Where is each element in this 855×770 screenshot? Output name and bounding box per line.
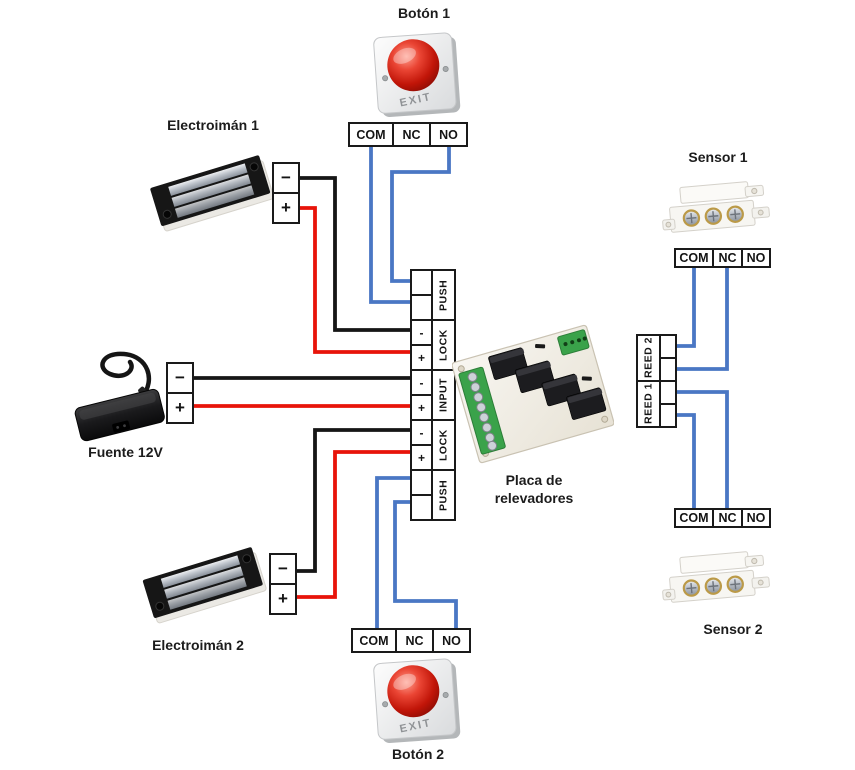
terminal-cell-nc: NC (397, 630, 432, 651)
terminal-cell-pos: + (274, 194, 298, 222)
section-label-push-top: PUSH (433, 271, 454, 319)
screw-icon (382, 701, 389, 708)
reed2-label: REED 2 (638, 336, 659, 380)
boton1-terminal-strip: COM NC NO (348, 122, 468, 147)
placa-relevadores-label: Placa de relevadores (494, 472, 574, 506)
terminal-cell (412, 271, 431, 294)
terminal-cell: - (412, 321, 431, 344)
screw-icon (382, 75, 389, 82)
red-dome-button (387, 665, 440, 718)
terminal-cell (661, 405, 675, 426)
terminal-cell-com: COM (350, 124, 392, 145)
terminal-cell-neg: − (271, 555, 295, 583)
red-dome-button (387, 39, 440, 92)
wire-reed1-to-sensor2-com (677, 413, 696, 508)
screw-terminals (682, 205, 744, 227)
power-cable (100, 351, 152, 400)
wire-sensor1-com-to-reed2 (677, 268, 696, 348)
terminal-cell (661, 359, 675, 380)
sensor1-label: Sensor 1 (688, 149, 748, 165)
fuente-label: Fuente 12V (88, 444, 163, 460)
sensor2-photo (662, 546, 780, 623)
central-terminal-strip: - + - + - + PUSH LOCK INPUT LOCK PUSH (410, 269, 456, 521)
fuente-photo (72, 342, 172, 452)
terminal-cell (412, 296, 431, 319)
terminal-cell-no: NO (434, 630, 469, 651)
electroiman2-terminal-block: − + (269, 553, 297, 615)
sensor2-terminal-strip: COM NC NO (674, 508, 771, 528)
terminal-cell-pos: + (168, 394, 192, 422)
wire-boton1-no-to-push-top (390, 147, 451, 283)
boton1-label: Botón 1 (397, 5, 451, 21)
terminal-cell-nc: NC (394, 124, 429, 145)
electroiman1-photo (150, 152, 276, 239)
terminal-cell: + (412, 346, 431, 369)
placa-relevadores-photo (451, 322, 615, 477)
terminal-cell-com: COM (353, 630, 395, 651)
fuente-terminal-block: − + (166, 362, 194, 424)
boton2-terminal-strip: COM NC NO (351, 628, 471, 653)
screw-hole-icon (162, 209, 172, 219)
wire-lock-bottom-neg-to-em2 (297, 428, 410, 573)
terminal-cell (661, 382, 675, 403)
boton1-photo: EXIT (370, 30, 465, 125)
electroiman1-terminal-block: − + (272, 162, 300, 224)
screw-hole-icon (155, 601, 165, 611)
section-label-lock-bottom: LOCK (433, 421, 454, 469)
electroiman2-photo (142, 540, 268, 631)
diode (535, 344, 546, 349)
wire-push-bottom-to-boton2-com (375, 476, 410, 628)
section-label-push-bottom: PUSH (433, 471, 454, 519)
electroiman2-label: Electroimán 2 (152, 637, 244, 653)
terminal-cell: - (412, 421, 431, 444)
reed1-label: REED 1 (638, 382, 659, 426)
boton2-label: Botón 2 (391, 746, 445, 762)
terminal-cell-nc: NC (714, 510, 741, 526)
terminal-cell: + (412, 396, 431, 419)
terminal-cell (412, 496, 431, 519)
terminal-cell-nc: NC (714, 250, 741, 266)
terminal-cell (661, 336, 675, 357)
terminal-cell-no: NO (431, 124, 466, 145)
terminal-cell-com: COM (676, 510, 712, 526)
section-label-lock-top: LOCK (433, 321, 454, 369)
screw-icon (442, 691, 449, 698)
terminal-cell: - (412, 371, 431, 394)
screw-terminals (682, 575, 744, 597)
diode (581, 376, 592, 381)
electroiman1-label: Electroimán 1 (167, 117, 259, 133)
screw-hole-icon (242, 554, 252, 564)
magnet-bar (679, 551, 750, 574)
terminal-cell-no: NO (743, 510, 769, 526)
magnet-bar (679, 181, 750, 204)
sensor1-terminal-strip: COM NC NO (674, 248, 771, 268)
wire-boton1-com-to-push-top (369, 147, 410, 304)
terminal-cell-pos: + (271, 585, 295, 613)
wire-reed1-to-sensor2-nc (677, 390, 729, 508)
terminal-cell-neg: − (274, 164, 298, 192)
terminal-cell (412, 471, 431, 494)
terminal-cell-com: COM (676, 250, 712, 266)
terminal-cell: + (412, 446, 431, 469)
terminal-cell-no: NO (743, 250, 769, 266)
screw-icon (442, 65, 449, 72)
wire-em1-pos-to-lock-top (300, 206, 410, 354)
sensor1-photo (662, 176, 780, 253)
wire-lock-bottom-pos-to-em2 (297, 450, 410, 599)
section-label-input: INPUT (433, 371, 454, 419)
wire-em1-neg-to-lock-top (300, 176, 410, 332)
wire-sensor1-nc-to-reed2 (677, 268, 729, 371)
boton2-photo: EXIT (370, 656, 465, 751)
sensor2-label: Sensor 2 (703, 621, 763, 637)
screw-hole-icon (249, 162, 259, 172)
reed-terminal-strip: REED 2 REED 1 (636, 334, 677, 428)
terminal-cell-neg: − (168, 364, 192, 392)
